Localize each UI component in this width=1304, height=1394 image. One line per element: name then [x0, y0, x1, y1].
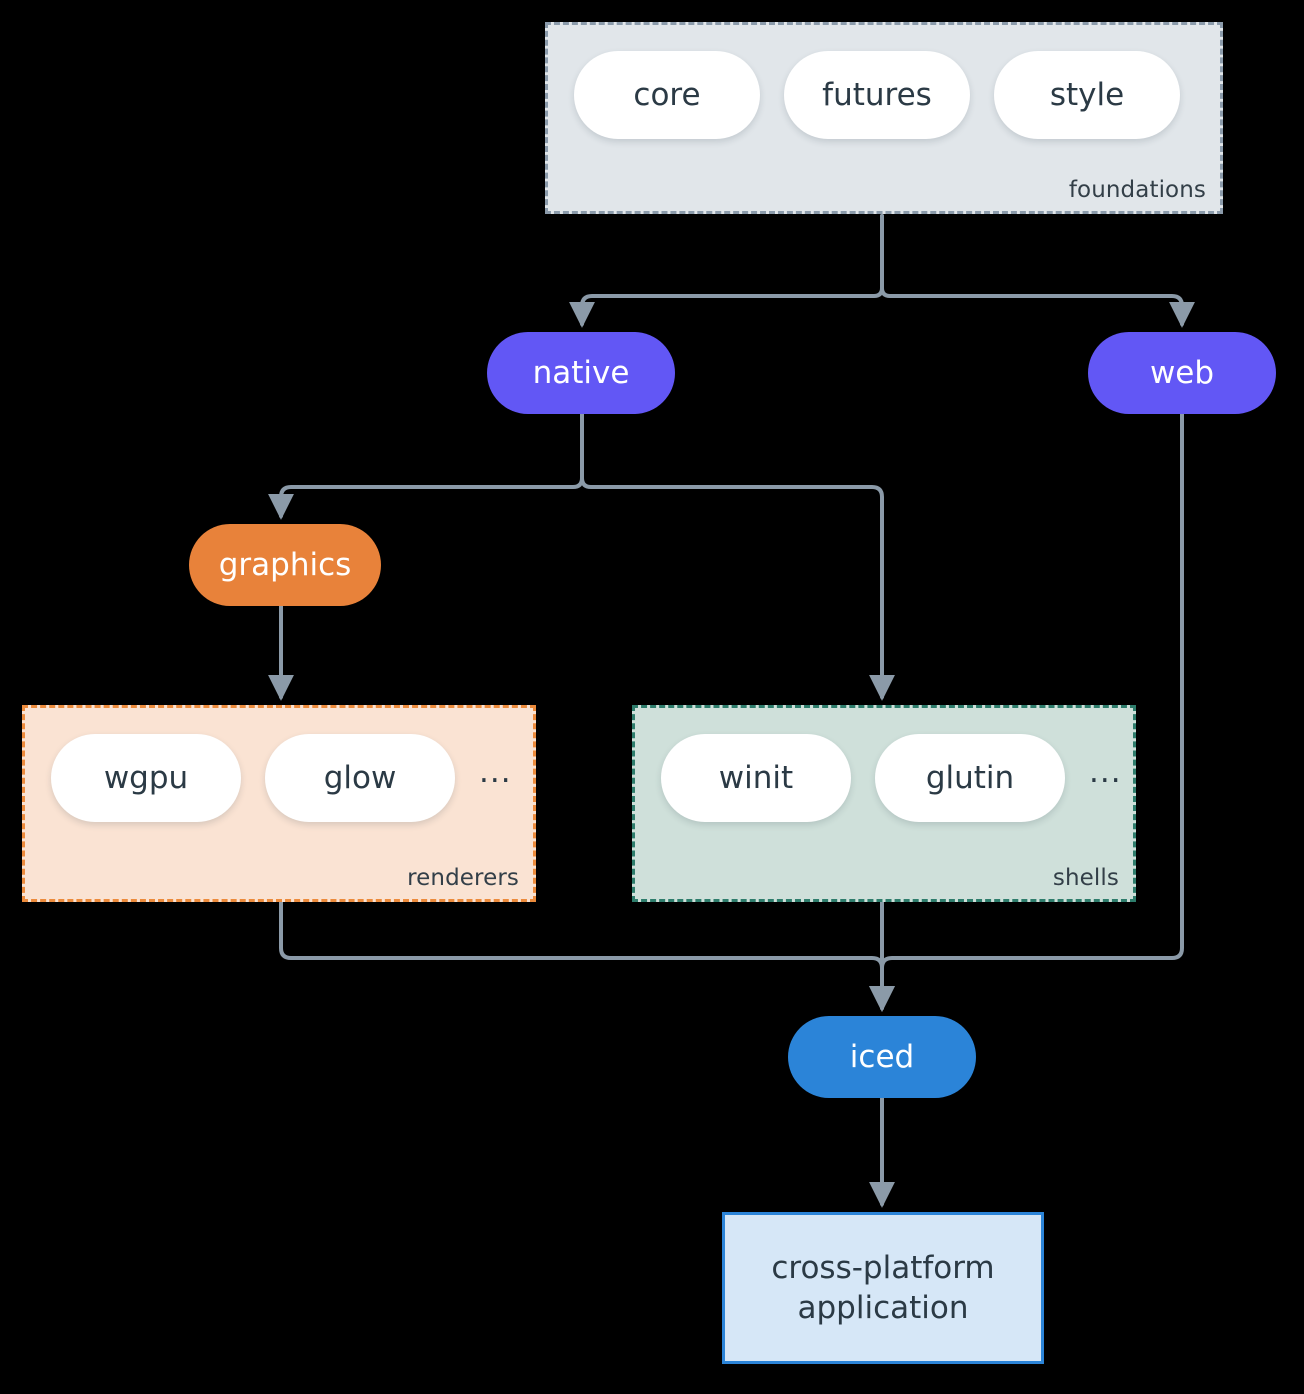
group-renderers-label: renderers	[407, 865, 519, 891]
chip-winit-label: winit	[718, 760, 794, 796]
node-cross-platform-application[interactable]: cross-platform application	[722, 1212, 1044, 1364]
chip-wgpu[interactable]: wgpu	[51, 734, 241, 822]
node-graphics[interactable]: graphics	[189, 524, 381, 606]
edge-renderers-iced	[279, 900, 895, 1012]
chip-style[interactable]: style	[994, 51, 1180, 139]
chip-glutin-label: glutin	[925, 760, 1015, 796]
group-foundations: core futures style foundations	[545, 22, 1223, 214]
chip-wgpu-label: wgpu	[103, 760, 189, 796]
group-shells: winit glutin ... shells	[632, 705, 1136, 902]
shells-chip-row: winit glutin ...	[661, 734, 1122, 822]
edge-foundations-web	[880, 214, 1195, 328]
node-native-label: native	[532, 355, 630, 391]
edge-native-graphics	[268, 412, 584, 520]
chip-glow[interactable]: glow	[265, 734, 455, 822]
chip-winit[interactable]: winit	[661, 734, 851, 822]
chip-glutin[interactable]: glutin	[875, 734, 1065, 822]
renderers-chip-row: wgpu glow ...	[51, 734, 512, 822]
node-iced[interactable]: iced	[788, 1016, 976, 1098]
chip-futures[interactable]: futures	[784, 51, 970, 139]
node-graphics-label: graphics	[218, 547, 352, 583]
chip-core[interactable]: core	[574, 51, 760, 139]
edge-foundations-native	[569, 214, 884, 328]
edge-native-shells	[580, 412, 895, 701]
node-native[interactable]: native	[487, 332, 675, 414]
group-renderers: wgpu glow ... renderers	[22, 705, 536, 902]
shells-ellipsis: ...	[1089, 753, 1122, 790]
node-iced-label: iced	[849, 1039, 915, 1075]
foundations-chip-row: core futures style	[574, 51, 1180, 139]
chip-style-label: style	[1049, 77, 1125, 113]
node-app-label-line1: cross-platform	[771, 1249, 995, 1286]
node-app-label-line2: application	[797, 1290, 969, 1326]
node-web-label: web	[1149, 355, 1215, 391]
renderers-ellipsis: ...	[479, 753, 512, 790]
group-foundations-label: foundations	[1068, 177, 1206, 203]
chip-futures-label: futures	[822, 77, 932, 113]
node-web[interactable]: web	[1088, 332, 1276, 414]
chip-glow-label: glow	[323, 760, 397, 796]
chip-core-label: core	[633, 77, 701, 113]
group-shells-label: shells	[1052, 865, 1119, 891]
